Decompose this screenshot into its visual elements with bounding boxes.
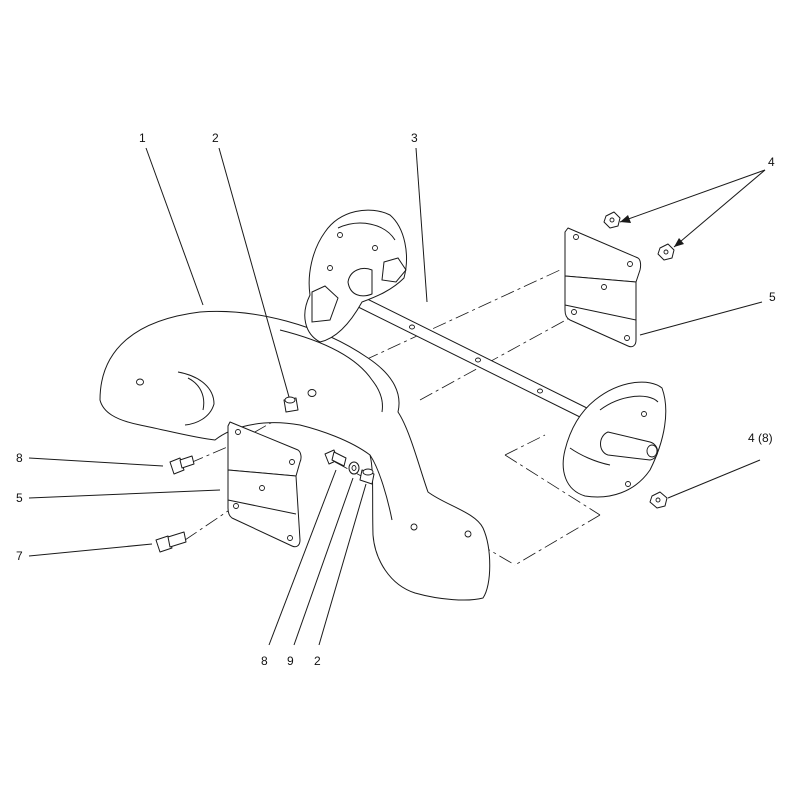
callout-8-left: 8 [16, 451, 23, 465]
spacer-bottom [359, 468, 375, 485]
left-hub-plate [304, 209, 407, 343]
bolt-center [324, 449, 347, 467]
callout-7: 7 [16, 549, 23, 563]
callouts: 1 2 3 4 5 4 (8) 8 5 7 8 9 2 [16, 131, 776, 668]
spacer-top [283, 396, 299, 413]
callout-2-bottom: 2 [314, 654, 321, 668]
right-bracket [564, 227, 642, 348]
nut-top-2 [657, 243, 675, 261]
callout-8-bottom: 8 [261, 654, 268, 668]
callout-5-left: 5 [16, 491, 23, 505]
nut-lower-right [649, 491, 668, 509]
washer [348, 461, 360, 475]
leader-lines [28, 147, 766, 646]
left-bracket [227, 421, 302, 548]
hardware [155, 211, 675, 553]
callout-3: 3 [411, 131, 418, 145]
callout-4-top: 4 [768, 155, 775, 169]
callout-4-8: 4 (8) [748, 431, 773, 445]
callout-5-right: 5 [769, 290, 776, 304]
bolt-left [169, 455, 195, 475]
right-hub-plate [562, 381, 667, 498]
bolt-lower-left [155, 531, 187, 553]
nut-top-1 [603, 211, 621, 229]
callout-1: 1 [139, 131, 146, 145]
callout-2-top: 2 [212, 131, 219, 145]
callout-9: 9 [287, 654, 294, 668]
